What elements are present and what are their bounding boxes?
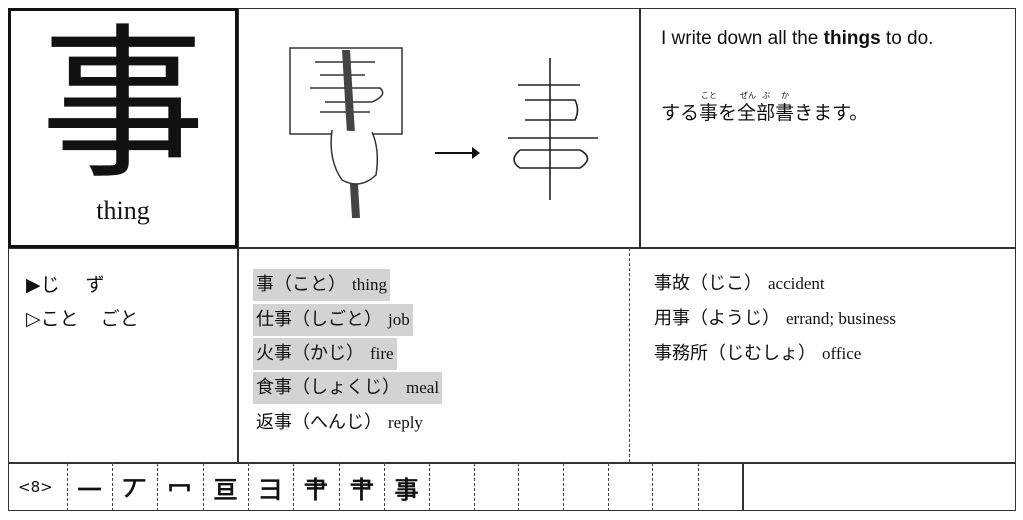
stroke-order-cell: 一 (77, 475, 102, 504)
stroke-cell-divider (518, 463, 519, 511)
kanji-meaning: thing (96, 196, 150, 225)
stroke-order-cell (474, 463, 519, 511)
furigana: ぶ (762, 91, 771, 100)
stroke-order-cell: 肀 (349, 475, 374, 504)
stroke-cell-divider (429, 463, 430, 511)
sentence-part: 書 (775, 102, 795, 124)
kanji-character: 事 (40, 9, 206, 201)
sentence-part: する (661, 102, 700, 124)
vocab-extra-item: 事故（じこ） accident (654, 270, 825, 298)
divider-vocab (629, 248, 630, 462)
stroke-cell-divider (112, 463, 113, 511)
furigana: こと (701, 91, 718, 100)
vocab-word: 食事（しょくじ） (256, 377, 400, 398)
sentence-part: きます。 (794, 102, 869, 124)
vocab-meaning: job (388, 310, 410, 329)
vocab-extra-item: 事務所（じむしょ） office (654, 340, 861, 368)
stroke-order-cell (429, 463, 474, 511)
stroke-cell-divider (67, 463, 68, 511)
stroke-strip-end-divider (742, 463, 744, 511)
vocab-extra-item: 用事（ようじ） errand; business (654, 305, 896, 333)
vocab-meaning: accident (768, 274, 825, 293)
stroke-order-cell: 肀 (303, 475, 328, 504)
sentence-text-end: to do. (880, 28, 934, 49)
kun-reading-marker: ▷ (26, 308, 41, 330)
vocab-item: 食事（しょくじ） meal (253, 372, 443, 404)
divider-sentence (639, 8, 641, 248)
stroke-cell-divider (339, 463, 340, 511)
brush-writing-illustration (289, 47, 598, 218)
vocab-word: 事故（じこ） (654, 273, 762, 294)
vocab-word: 火事（かじ） (256, 343, 364, 364)
stroke-cell-divider (474, 463, 475, 511)
sentence-part: 事 (699, 102, 719, 124)
stroke-cell-divider (652, 463, 653, 511)
on-reading: ▶じ ず (26, 270, 105, 297)
stroke-order-cell: 彐 (258, 475, 283, 504)
stroke-count: <8> (18, 478, 53, 496)
reading-value: ごと (100, 308, 139, 330)
sentence-part: 部 (756, 102, 776, 124)
vocab-word: 事（こと） (256, 274, 346, 295)
example-sentence-english: I write down all the things to do. (661, 28, 933, 50)
hand-icon (330, 129, 379, 185)
vocab-meaning: meal (406, 378, 440, 397)
vocab-item: 仕事（しごと） job (253, 304, 413, 336)
stroke-order-cell (652, 463, 697, 511)
furigana: ぜん (740, 91, 757, 100)
stroke-cell-divider (203, 463, 204, 511)
divider-bottom (8, 462, 1016, 464)
sentence-text: I write down all the (661, 28, 824, 49)
vocab-item: 火事（かじ） fire (253, 338, 397, 370)
reading-value: ず (85, 274, 105, 296)
kanji-box (8, 8, 238, 248)
kun-reading: ▷ことごと (26, 304, 139, 331)
vocab-word: 返事（へんじ） (256, 412, 382, 433)
stroke-order-cell: 事 (394, 475, 419, 504)
vocab-item: 事（こと） thing (253, 269, 390, 301)
vocab-word: 事務所（じむしょ） (654, 343, 816, 364)
stroke-sketch-kanji (508, 58, 598, 200)
stroke-cell-divider (384, 463, 385, 511)
reading-value: こと (40, 308, 79, 330)
vocab-meaning: fire (370, 344, 394, 363)
example-sentence-japanese: すること事をぜん全ぶ部か書きます。 (661, 91, 869, 125)
stroke-order-cell: 冖 (167, 475, 192, 504)
furigana: か (781, 91, 790, 100)
vocab-item: 返事（へんじ） reply (253, 407, 426, 439)
vocab-word: 用事（ようじ） (654, 308, 780, 329)
on-reading-marker: ▶ (26, 274, 41, 296)
stroke-cell-divider (293, 463, 294, 511)
stroke-order-cell: 亘 (213, 475, 238, 504)
stroke-order-cell (563, 463, 608, 511)
vocab-meaning: errand; business (786, 309, 897, 328)
stroke-order-cell: 丆 (122, 475, 147, 504)
vocab-word: 仕事（しごと） (256, 309, 382, 330)
sentence-part: 全 (737, 102, 757, 124)
stroke-cell-divider (157, 463, 158, 511)
stroke-cell-divider (608, 463, 609, 511)
reading-value: じ (40, 274, 60, 296)
divider-top (8, 247, 1016, 249)
stroke-order-cell (608, 463, 653, 511)
sentence-part: を (718, 102, 738, 124)
vocab-meaning: office (822, 344, 862, 363)
kanji-card-frame (8, 8, 1016, 511)
stroke-cell-divider (698, 463, 699, 511)
arrow-icon (435, 147, 480, 159)
stroke-cell-divider (563, 463, 564, 511)
stroke-cell-divider (248, 463, 249, 511)
sentence-keyword: things (823, 28, 881, 49)
vocab-meaning: thing (352, 275, 387, 294)
vocab-meaning: reply (388, 413, 423, 432)
stroke-order-cell (518, 463, 563, 511)
